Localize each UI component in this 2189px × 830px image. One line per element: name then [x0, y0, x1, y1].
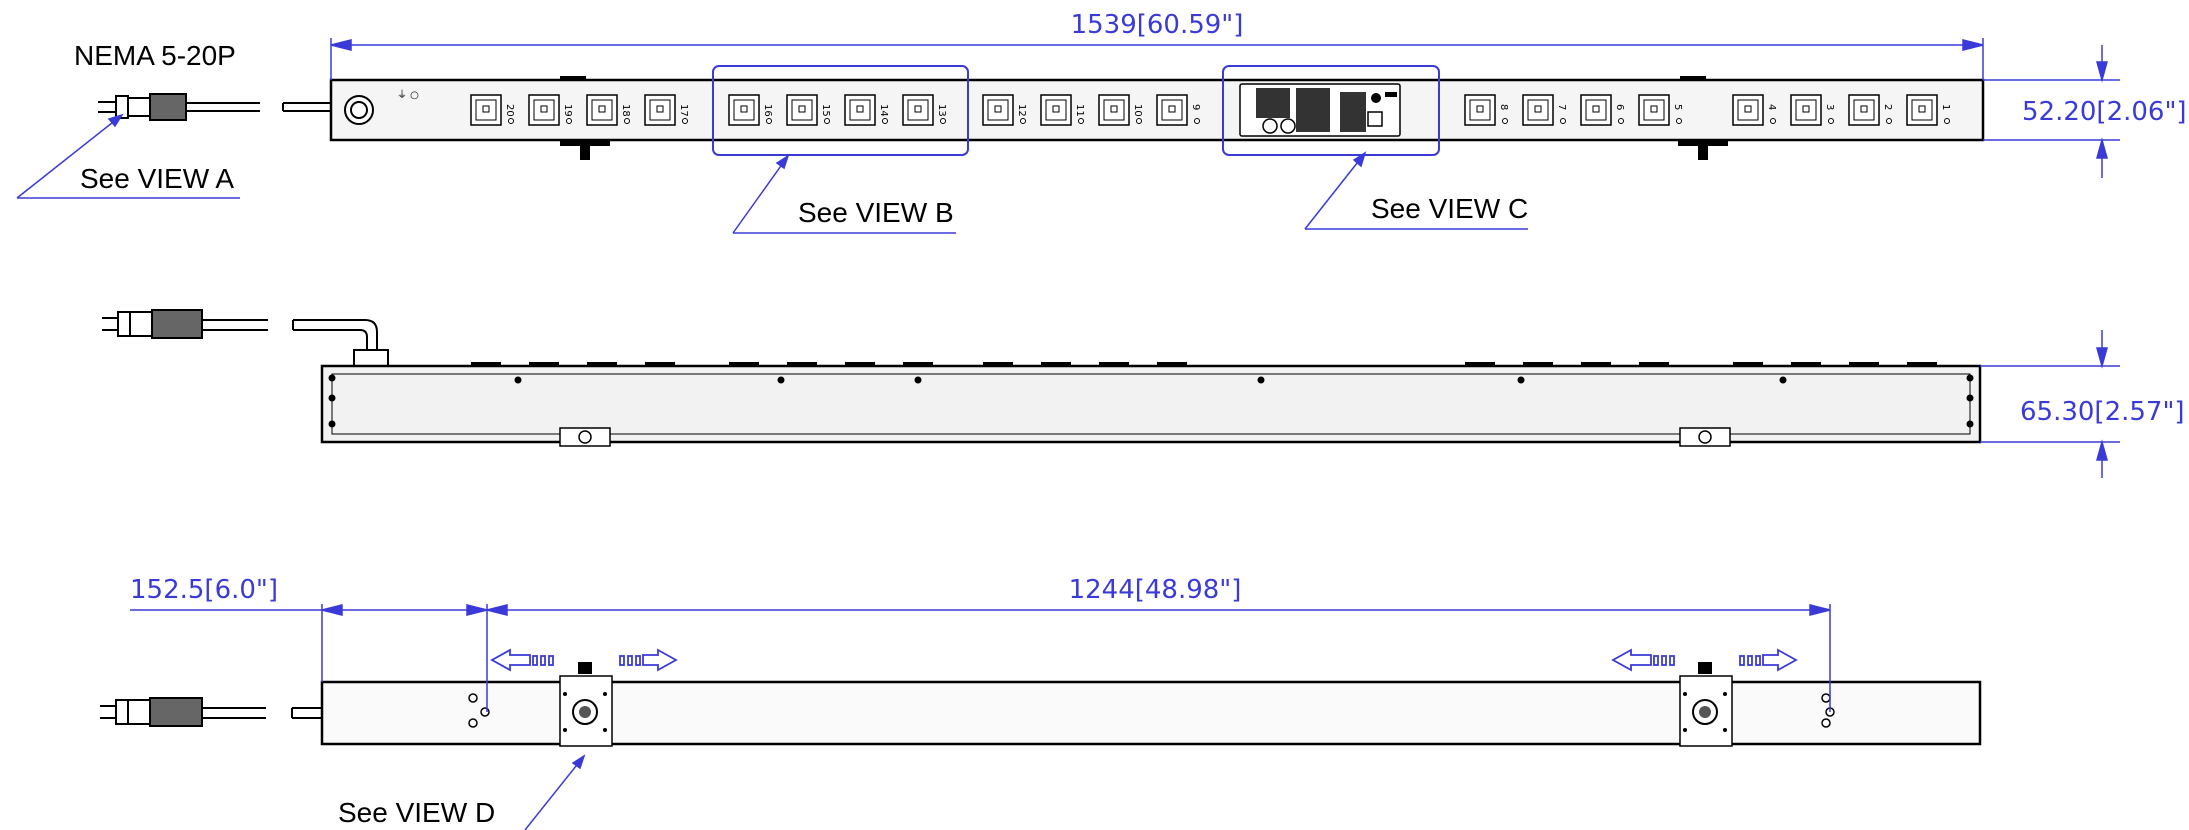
side-screws: [328, 374, 1974, 428]
view-d-callout: See VIEW D: [338, 797, 495, 828]
outlet-20: 20: [470, 94, 515, 126]
outlet-number: 5: [1672, 104, 1683, 110]
outlet-4: 4: [1732, 94, 1777, 126]
outlet-number: 9: [1190, 104, 1201, 110]
outlet-8: 8: [1464, 94, 1509, 126]
side-bump: [471, 362, 501, 366]
outlet-7: 7: [1522, 94, 1567, 126]
view-c-callout: See VIEW C: [1371, 193, 1528, 224]
outlet-9: 9: [1156, 94, 1201, 126]
outlet-number: 15: [820, 104, 831, 117]
side-bump: [645, 362, 675, 366]
side-bump: [529, 362, 559, 366]
outlet-number: 2: [1882, 104, 1893, 110]
bracket-spacing-label: 1244[48.98"]: [1069, 575, 1242, 605]
side-bump: [1041, 362, 1071, 366]
side-bump: [1157, 362, 1187, 366]
bottom-plug: [100, 697, 266, 727]
view-a-callout: See VIEW A: [80, 163, 234, 194]
side-depth-label: 65.30[2.57"]: [2020, 397, 2185, 427]
side-depth-dimension: [1980, 330, 2120, 478]
outlet-10: 10: [1098, 94, 1143, 126]
front-height-label: 52.20[2.06"]: [2022, 97, 2187, 127]
side-cord: [292, 319, 389, 367]
outlet-17: 17: [644, 94, 689, 126]
outlet-number: 14: [878, 104, 889, 117]
side-bump: [1849, 362, 1879, 366]
outlet-number: 20: [504, 104, 515, 117]
overall-length-dimension: [330, 38, 1984, 80]
outlet-number: 4: [1766, 104, 1777, 110]
outlet-number: 16: [762, 104, 773, 117]
outlet-number: 11: [1074, 104, 1085, 117]
front-plug: [98, 93, 260, 121]
side-bump: [787, 362, 817, 366]
outlet-1: 1: [1906, 94, 1951, 126]
outlet-number: 18: [620, 104, 631, 117]
side-view: 65.30[2.57"]: [102, 309, 2185, 478]
outlet-16: 16: [728, 94, 773, 126]
side-bump: [1581, 362, 1611, 366]
outlet-row: 20 19 18 17 16 15 14 13 12 11 10 9 8 7 6 5 4 3 2 1: [470, 94, 1951, 126]
outlet-19: 19: [528, 94, 573, 126]
bottom-bracket-left: [559, 662, 613, 747]
outlet-15: 15: [786, 94, 831, 126]
view-b-callout: See VIEW B: [798, 197, 954, 228]
outlet-number: 1: [1940, 104, 1951, 110]
outlet-14: 14: [844, 94, 889, 126]
bottom-dimensions: [130, 604, 1831, 712]
outlet-2: 2: [1848, 94, 1893, 126]
slide-arrows: [490, 648, 1798, 672]
svg-text:⏚ ○: ⏚ ○: [397, 89, 419, 101]
outlet-number: 6: [1614, 104, 1625, 110]
side-bump: [983, 362, 1013, 366]
outlet-number: 19: [562, 104, 573, 117]
front-height-dimension: [1983, 45, 2120, 178]
outlet-11: 11: [1040, 94, 1085, 126]
bracket-offset-label: 152.5[6.0"]: [130, 575, 278, 605]
outlet-number: 8: [1498, 104, 1509, 110]
overall-length-label: 1539[60.59"]: [1071, 10, 1244, 40]
outlet-3: 3: [1790, 94, 1835, 126]
plug-type-label: NEMA 5-20P: [74, 40, 236, 71]
outlet-number: 13: [936, 104, 947, 117]
view-b-box: [712, 65, 969, 156]
side-bump: [1733, 362, 1763, 366]
outlet-18: 18: [586, 94, 631, 126]
side-plug: [102, 309, 268, 339]
view-c-box: [1222, 65, 1440, 156]
side-bump: [1465, 362, 1495, 366]
outlet-5: 5: [1638, 94, 1683, 126]
outlet-6: 6: [1580, 94, 1625, 126]
side-bump: [1791, 362, 1821, 366]
outlet-12: 12: [982, 94, 1027, 126]
side-outlet-bumps: [471, 362, 1937, 366]
outlet-number: 7: [1556, 104, 1567, 110]
front-bracket: [560, 140, 610, 146]
controller-display: [1239, 83, 1401, 137]
side-bump: [1099, 362, 1129, 366]
side-bump: [587, 362, 617, 366]
side-bracket: [559, 427, 1731, 447]
outlet-number: 10: [1132, 104, 1143, 117]
front-view: ⏚ ○ 20 19 18 17 16 15 14 13 12 11 10 9 8 7 6 5 4 3 2 1 1539…: [16, 10, 2187, 234]
side-bump: [729, 362, 759, 366]
outlet-13: 13: [902, 94, 947, 126]
side-bump: [845, 362, 875, 366]
bottom-view: 152.5[6.0"] 1244[48.98"] See VIEW D: [100, 575, 1982, 830]
outlet-number: 3: [1824, 104, 1835, 110]
front-bracket: [1678, 140, 1728, 146]
outlet-number: 12: [1016, 104, 1027, 117]
side-bump: [1523, 362, 1553, 366]
front-cord: [282, 102, 338, 112]
side-bump: [903, 362, 933, 366]
side-bump: [1907, 362, 1937, 366]
side-bump: [1639, 362, 1669, 366]
outlet-number: 17: [678, 104, 689, 117]
bottom-bracket-right: [1679, 662, 1733, 747]
